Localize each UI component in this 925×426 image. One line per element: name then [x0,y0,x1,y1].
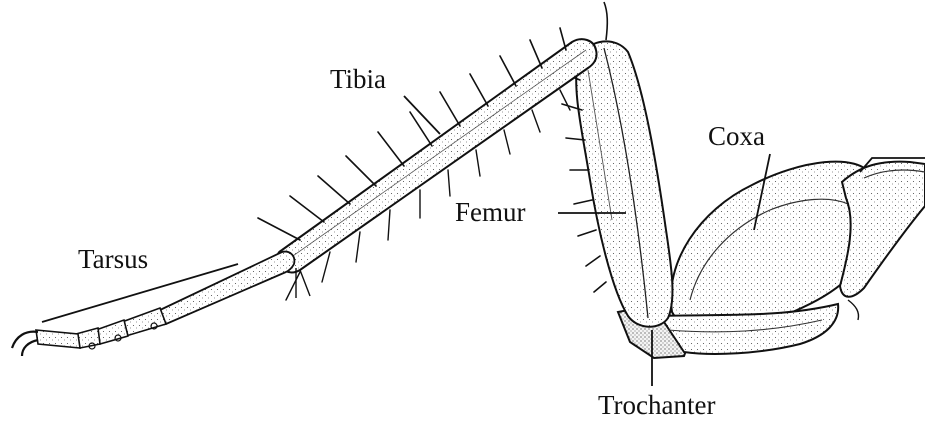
tibia-leader-line [404,96,440,134]
trochanter-label: Trochanter [598,392,715,419]
coxa-label: Coxa [708,123,765,150]
tibia-segment [258,2,607,300]
tarsus-segment [12,252,294,356]
tibia-label: Tibia [330,66,386,93]
femur-label: Femur [455,199,526,226]
coxa-segment [671,158,925,331]
femur-segment [560,41,672,326]
tarsus-label: Tarsus [78,246,148,273]
